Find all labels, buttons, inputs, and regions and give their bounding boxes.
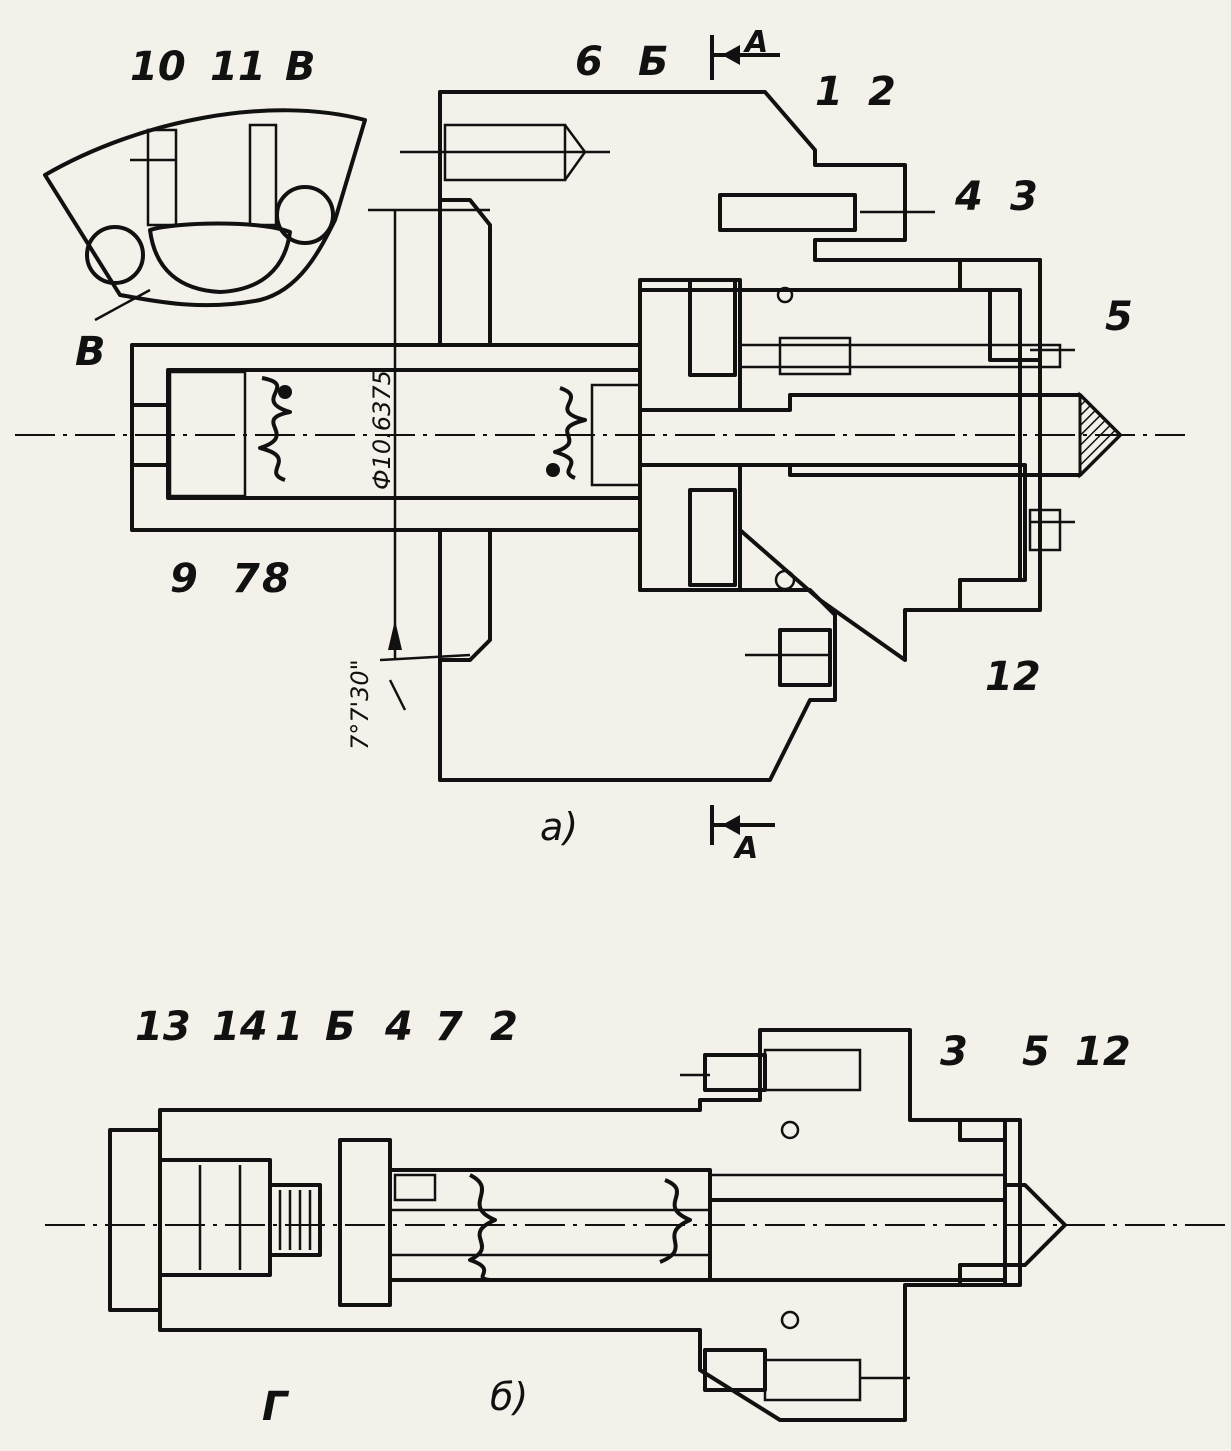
caption-b: б) (490, 1375, 528, 1419)
callout-5: 5 (1105, 294, 1133, 340)
callout-4: 4 (954, 174, 983, 220)
diameter-dimension: Ф10.6375 (368, 370, 396, 490)
cover-part-12 (958, 1118, 1022, 1287)
figure-a: 10 11 В В 6 Б A 1 2 4 3 5 9 7 8 12 Ф10.6… (15, 25, 1185, 866)
callout-V-top: В (285, 44, 316, 90)
callout-14: 14 (212, 1004, 268, 1050)
rod-part-3 (738, 343, 1062, 369)
cover-part-12 (958, 258, 1042, 612)
inset-detail-V (43, 108, 367, 322)
callout-2: 2 (868, 69, 896, 115)
callout-11: 11 (210, 44, 266, 90)
callout-6: 6 (575, 39, 603, 85)
angle-dimension: 7°7'30" (346, 659, 374, 750)
callout-1: 1 (275, 1004, 303, 1050)
seal-B (338, 1138, 392, 1307)
nut-part-13 (108, 1128, 162, 1312)
callout-5: 5 (1022, 1029, 1050, 1075)
callout-8: 8 (262, 556, 290, 602)
spring-part-7 (468, 1173, 497, 1282)
callout-13: 13 (135, 1004, 191, 1050)
spring-right (553, 386, 587, 480)
inset-outline (43, 108, 367, 308)
center-cone (738, 463, 1027, 662)
screw-part-14 (158, 1158, 272, 1277)
bottom-bolt (703, 1348, 767, 1392)
section-marker-A-bottom: A (733, 831, 758, 866)
callout-10: 10 (130, 44, 186, 90)
callout-V-bottom: В (75, 329, 106, 375)
callout-B: Б (638, 39, 669, 85)
lower-screw (778, 628, 832, 687)
callout-B: Б (325, 1004, 356, 1050)
seal-B-lower (688, 488, 737, 587)
callout-3: 3 (1010, 174, 1038, 220)
callout-1: 1 (815, 69, 843, 115)
spring-part-7 (258, 376, 292, 482)
callout-3: 3 (940, 1029, 968, 1075)
callout-12: 12 (985, 654, 1041, 700)
top-bolt (703, 1053, 767, 1092)
pin-part-4 (778, 336, 852, 376)
seal-B-upper (688, 278, 737, 377)
callout-G: Г (262, 1384, 290, 1430)
callout-2: 2 (490, 1004, 518, 1050)
callout-9: 9 (170, 556, 198, 602)
bolt-part-2 (718, 193, 857, 232)
callout-7: 7 (232, 556, 260, 602)
callout-7: 7 (435, 1004, 463, 1050)
figure-b: 13 14 1 Б 4 7 2 3 5 12 Г б) (45, 1004, 1225, 1430)
callout-12: 12 (1075, 1029, 1131, 1075)
caption-a: а) (540, 805, 578, 849)
callout-4: 4 (384, 1004, 413, 1050)
section-marker-A-top: A (743, 25, 768, 60)
